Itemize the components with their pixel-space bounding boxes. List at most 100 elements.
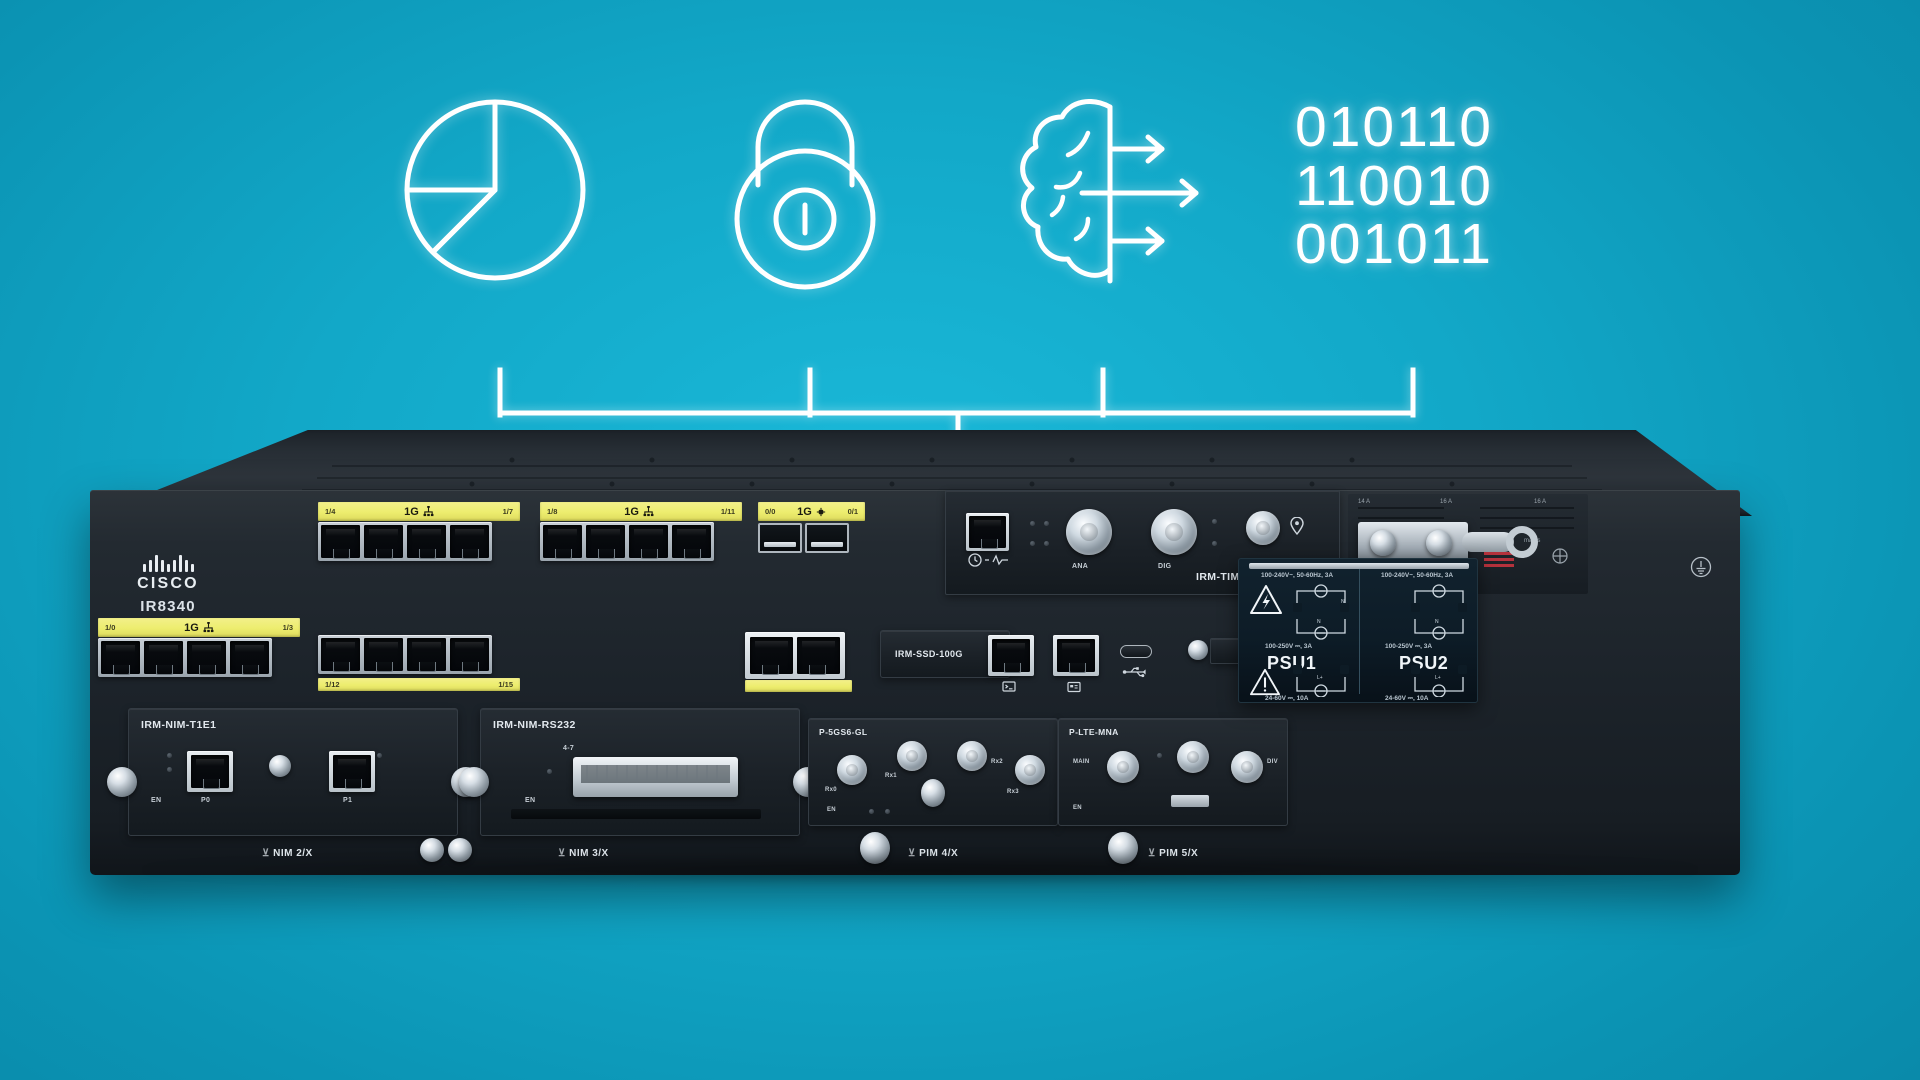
port-speed-label: 1G <box>404 505 419 518</box>
port-banner-sfp: 0/0 1G 0/1 <box>758 502 865 521</box>
pim5-antenna-main[interactable] <box>1107 751 1139 783</box>
rj45-port[interactable] <box>144 641 183 675</box>
timing-module-panel[interactable]: ANA DIG IRM-TIMING-MOD <box>945 490 1340 595</box>
pim4-center-screw[interactable] <box>921 779 945 807</box>
status-led <box>377 753 382 758</box>
rj45-port[interactable] <box>629 525 668 559</box>
pim5-antenna-div[interactable] <box>1231 751 1263 783</box>
pie-chart-icon <box>390 90 600 290</box>
rj45-port[interactable] <box>672 525 711 559</box>
cisco-ir8340-router: CISCO IR8340 1/4 1G 1/7 <box>90 430 1850 875</box>
status-led <box>1044 541 1049 546</box>
rj45-port[interactable] <box>191 755 229 789</box>
poe-network-icon <box>203 622 214 633</box>
rj45-port[interactable] <box>969 516 1006 549</box>
sfp-port[interactable] <box>758 523 802 553</box>
rj45-port[interactable] <box>450 638 489 672</box>
rj45-port[interactable] <box>230 641 269 675</box>
caution-warning-icon <box>1250 668 1280 696</box>
bottom-thumbscrew[interactable] <box>420 838 444 862</box>
power-supply-module[interactable]: 100-240V~, 50-60Hz, 3A N N 100-250V ⎓, 3… <box>1238 558 1478 703</box>
module-bay-nim2[interactable]: IRM-NIM-T1E1 P0 P1 EN <box>107 708 481 836</box>
nim2-port-p0[interactable] <box>187 751 233 792</box>
ground-lug-screw[interactable] <box>1370 530 1396 556</box>
psu-top-rail <box>1249 563 1469 569</box>
module-thumbscrew-left[interactable] <box>107 767 137 797</box>
rj45-port[interactable] <box>450 525 489 559</box>
nim2-en-label: EN <box>151 797 162 804</box>
digital-timing-connector[interactable] <box>1151 509 1197 555</box>
rj45-port[interactable] <box>1057 639 1095 673</box>
port-banner-center <box>745 680 852 692</box>
console-rj45-port[interactable] <box>988 635 1034 676</box>
analog-timing-connector[interactable] <box>1066 509 1112 555</box>
rj45-port[interactable] <box>321 525 360 559</box>
module-label-pim4: P-5GS6-GL <box>819 727 868 737</box>
port-banner-upper-2: 1/8 1G 1/11 <box>540 502 742 521</box>
rj45-port[interactable] <box>407 638 446 672</box>
bottom-thumbscrew[interactable] <box>1108 832 1138 864</box>
gps-antenna-connector[interactable] <box>1246 511 1280 545</box>
rj45-port[interactable] <box>321 638 360 672</box>
module-thumbscrew-left[interactable] <box>459 767 489 797</box>
svg-text:L+: L+ <box>1317 675 1323 681</box>
bottom-thumbscrew[interactable] <box>860 832 890 864</box>
nim2-port-p1[interactable] <box>329 751 375 792</box>
slot-label-pim4: ⊻ PIM 4/X <box>908 848 959 859</box>
status-led <box>547 769 552 774</box>
cisco-bridge-logo <box>108 555 228 572</box>
rj45-port[interactable] <box>364 638 403 672</box>
pim5-port-label-div: DIV <box>1267 759 1278 765</box>
rj45-port[interactable] <box>364 525 403 559</box>
rj45-port[interactable] <box>750 637 793 675</box>
sfp-bank-upper[interactable] <box>758 523 849 553</box>
ground-lug-screw[interactable] <box>1426 530 1452 556</box>
rj45-port[interactable] <box>407 525 446 559</box>
rs232-hd-connector[interactable] <box>573 757 738 797</box>
pim4-antenna-rx0[interactable] <box>837 755 867 785</box>
pim4-antenna-rx3[interactable] <box>1015 755 1045 785</box>
rj45-port[interactable] <box>543 525 582 559</box>
module-bay-pim4[interactable]: P-5GS6-GL Rx0 Rx1 Rx2 Rx3 EN <box>808 718 1058 826</box>
device-shadow <box>140 855 1700 885</box>
psu1-ac-spec: 100-240V~, 50-60Hz, 3A <box>1261 572 1334 579</box>
rj45-bank-upper-1[interactable] <box>318 522 492 561</box>
timing-rj45-port[interactable] <box>966 513 1009 551</box>
bottom-thumbscrew[interactable] <box>448 838 472 862</box>
sfp-icon <box>816 507 826 516</box>
binary-line-3: 001011 <box>1295 212 1493 277</box>
pim5-sim-slot[interactable] <box>1171 795 1209 807</box>
psu1-lowv-diagram: L+ <box>1293 665 1349 697</box>
pim5-antenna-aux[interactable] <box>1177 741 1209 773</box>
port-number-left: 1/0 <box>105 623 116 632</box>
usb-c-port[interactable] <box>1120 645 1152 658</box>
status-led <box>1044 521 1049 526</box>
rj45-bank-center[interactable] <box>745 632 845 679</box>
rj45-port[interactable] <box>333 755 371 789</box>
chassis-ground-icon <box>1690 556 1712 578</box>
psu2-dc-spec: 100-250V ⎓, 3A <box>1385 643 1433 650</box>
sfp-port[interactable] <box>805 523 849 553</box>
status-led <box>1157 753 1162 758</box>
mgmt-rj45-port[interactable] <box>1053 635 1099 676</box>
gps-antenna-icon <box>1290 517 1304 535</box>
nim2-center-screw[interactable] <box>269 755 291 777</box>
rj45-port[interactable] <box>101 641 140 675</box>
pim5-port-label-main: MAIN <box>1073 759 1090 765</box>
rj45-port[interactable] <box>992 639 1030 673</box>
psu1-lowv-spec: 24-60V ⎓, 10A <box>1265 695 1309 702</box>
rj45-port[interactable] <box>187 641 226 675</box>
rj45-bank-upper-2[interactable] <box>540 522 714 561</box>
pim4-antenna-rx2[interactable] <box>957 741 987 771</box>
module-bay-pim5[interactable]: P-LTE-MNA MAIN DIV EN <box>1058 718 1288 826</box>
rj45-port[interactable] <box>586 525 625 559</box>
pim4-port-label-rx0: Rx0 <box>825 787 837 793</box>
pim4-antenna-rx1[interactable] <box>897 741 927 771</box>
rj45-bank-lower[interactable] <box>318 635 492 674</box>
rj45-port[interactable] <box>797 637 840 675</box>
tray-thumbscrew[interactable] <box>1188 640 1208 660</box>
rj45-bank-front[interactable] <box>98 638 272 677</box>
module-bay-nim3[interactable]: IRM-NIM-RS232 4-7 0-3 EN <box>459 708 823 836</box>
slot-label-pim5: ⊻ PIM 5/X <box>1148 848 1199 859</box>
port-number-right: 0/1 <box>847 507 858 516</box>
